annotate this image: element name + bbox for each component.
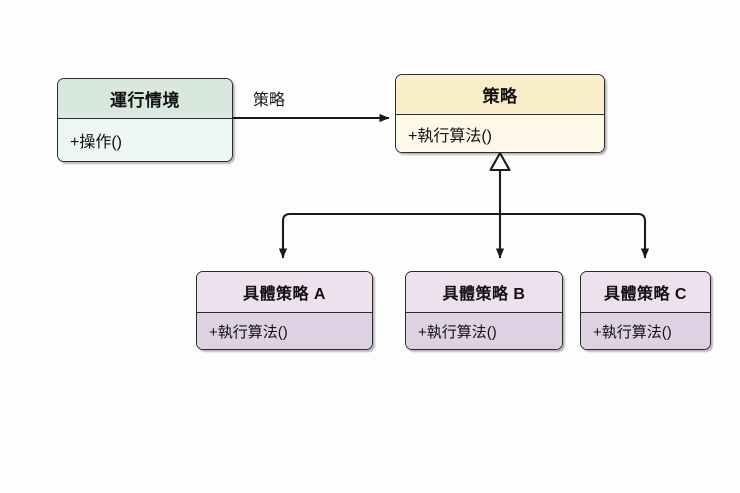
class-member-concrete-b-execute: +執行算法() bbox=[406, 313, 562, 349]
class-member-context-operation: +操作() bbox=[58, 119, 232, 161]
class-box-context[interactable]: 運行情境 +操作() bbox=[57, 78, 233, 162]
hollow-triangle-icon bbox=[489, 151, 511, 172]
class-member-strategy-execute: +執行算法() bbox=[396, 115, 604, 152]
connector-inheritance-trunk bbox=[489, 151, 511, 214]
edge-label-strategy-association: 策略 bbox=[253, 92, 286, 109]
class-box-concrete-strategy-c[interactable]: 具體策略 C +執行算法() bbox=[580, 271, 711, 350]
class-box-concrete-strategy-a[interactable]: 具體策略 A +執行算法() bbox=[196, 271, 373, 350]
class-name-concrete-strategy-b: 具體策略 B bbox=[406, 272, 562, 313]
branch-to-concrete-c bbox=[500, 212, 650, 259]
class-name-context: 運行情境 bbox=[58, 79, 232, 119]
class-name-strategy: 策略 bbox=[396, 75, 604, 115]
class-name-concrete-strategy-a: 具體策略 A bbox=[197, 272, 372, 313]
class-member-concrete-c-execute: +執行算法() bbox=[581, 313, 710, 349]
class-member-concrete-a-execute: +執行算法() bbox=[197, 313, 372, 349]
class-name-concrete-strategy-c: 具體策略 C bbox=[581, 272, 710, 313]
branch-to-concrete-a bbox=[278, 212, 500, 259]
connector-inheritance-branches bbox=[278, 212, 650, 259]
class-box-concrete-strategy-b[interactable]: 具體策略 B +執行算法() bbox=[405, 271, 563, 350]
class-box-strategy[interactable]: 策略 +執行算法() bbox=[395, 74, 605, 153]
